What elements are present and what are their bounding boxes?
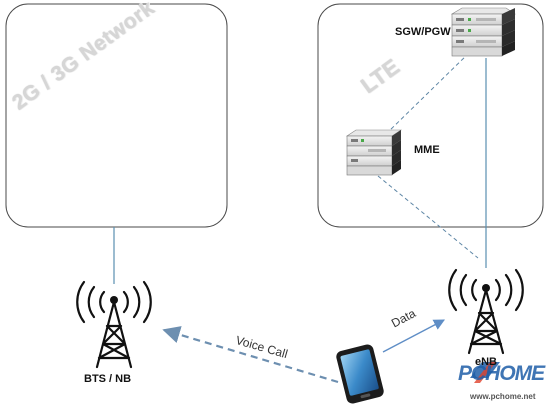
pchome-watermark-logo: [470, 362, 500, 383]
voice-call-arrow: [162, 326, 339, 384]
enb-tower-icon: [448, 268, 524, 355]
bts-tower-icon: [76, 280, 152, 369]
enb-label: eNB: [475, 356, 498, 368]
mme-server-icon: [346, 129, 402, 176]
mobile-phone-icon: [336, 344, 384, 404]
sgw-pgw-label: SGW/PGW: [395, 26, 451, 38]
data-arrow: [382, 319, 445, 353]
mme-to-enb-link: [377, 175, 479, 259]
bts-nb-label: BTS / NB: [84, 373, 132, 385]
mme-label: MME: [414, 144, 440, 156]
mme-to-sgw-link: [385, 51, 471, 135]
watermark-url: www.pchome.net: [470, 392, 536, 401]
watermark-brand: PCHOME: [458, 362, 545, 385]
legacy-network-box: [5, 3, 228, 228]
sgw-pgw-server-icon: [450, 7, 516, 57]
